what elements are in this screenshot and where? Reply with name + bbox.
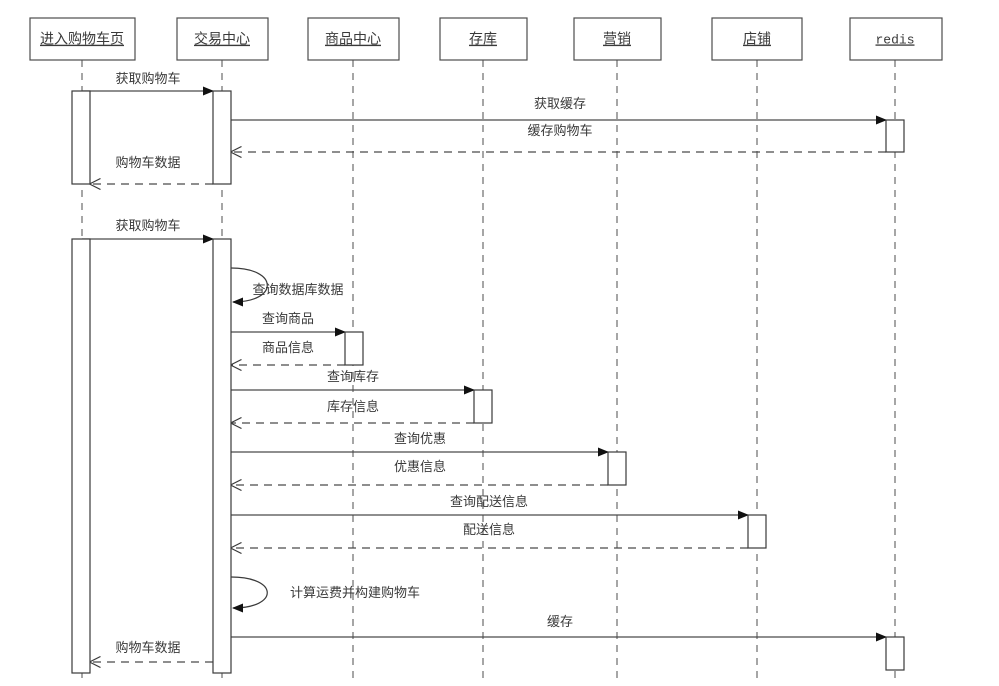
message-labels: 获取购物车获取缓存缓存购物车购物车数据获取购物车查询数据库数据查询商品商品信息查…	[115, 71, 592, 655]
activation-act-trade-1	[212, 90, 232, 185]
activation-act-stock-1	[473, 389, 493, 424]
message-label-m1: 获取购物车	[115, 71, 180, 86]
self-message-m15	[230, 576, 268, 613]
participant-label-market: 营销	[603, 31, 631, 47]
activation-act-redis-1	[885, 119, 905, 153]
message-label-m7: 查询商品	[262, 311, 314, 326]
message-label-m3: 缓存购物车	[527, 123, 592, 138]
message-label-m2: 获取缓存	[534, 96, 586, 111]
activation-act-cartpage-2	[71, 238, 91, 674]
message-label-m12: 优惠信息	[394, 459, 446, 474]
message-label-m8: 商品信息	[262, 340, 314, 355]
participant-label-redis: redis	[875, 32, 914, 47]
participant-box-product[interactable]: 商品中心	[307, 17, 400, 61]
message-label-m6: 查询数据库数据	[252, 282, 343, 297]
activation-act-trade-2	[212, 238, 232, 674]
participant-label-shop: 店铺	[743, 31, 771, 47]
participant-box-cartpage[interactable]: 进入购物车页	[29, 17, 136, 61]
activation-bars	[71, 90, 905, 674]
activation-act-redis-2	[885, 636, 905, 671]
lifeline-dashed-lines	[81, 60, 896, 681]
message-label-m4: 购物车数据	[115, 155, 180, 170]
message-label-m11: 查询优惠	[394, 431, 446, 446]
participant-box-stock[interactable]: 存库	[439, 17, 528, 61]
message-label-m9: 查询库存	[327, 369, 379, 384]
participant-label-trade: 交易中心	[194, 31, 250, 47]
message-label-m14: 配送信息	[463, 522, 515, 537]
message-label-m17: 购物车数据	[115, 640, 180, 655]
participant-label-stock: 存库	[469, 31, 497, 47]
message-label-m10: 库存信息	[327, 399, 379, 414]
message-label-m16: 缓存	[547, 614, 573, 629]
activation-act-product-1	[344, 331, 364, 366]
activation-act-market-1	[607, 451, 627, 486]
message-arrows	[82, 86, 887, 662]
message-label-m5: 获取购物车	[115, 218, 180, 233]
activation-act-cartpage-1	[71, 90, 91, 185]
self-message-m6	[230, 267, 268, 307]
participant-box-trade[interactable]: 交易中心	[176, 17, 269, 61]
message-label-m13: 查询配送信息	[450, 494, 528, 509]
participant-box-market[interactable]: 营销	[573, 17, 662, 61]
activation-act-shop-1	[747, 514, 767, 549]
participant-box-shop[interactable]: 店铺	[711, 17, 803, 61]
participant-label-product: 商品中心	[325, 31, 381, 47]
participant-label-cartpage: 进入购物车页	[40, 31, 124, 47]
message-label-m15: 计算运费并构建购物车	[290, 585, 420, 600]
participant-boxes: 进入购物车页 交易中心 商品中心 存库 营销 店铺 redis	[29, 17, 943, 61]
participant-box-redis[interactable]: redis	[849, 17, 943, 61]
